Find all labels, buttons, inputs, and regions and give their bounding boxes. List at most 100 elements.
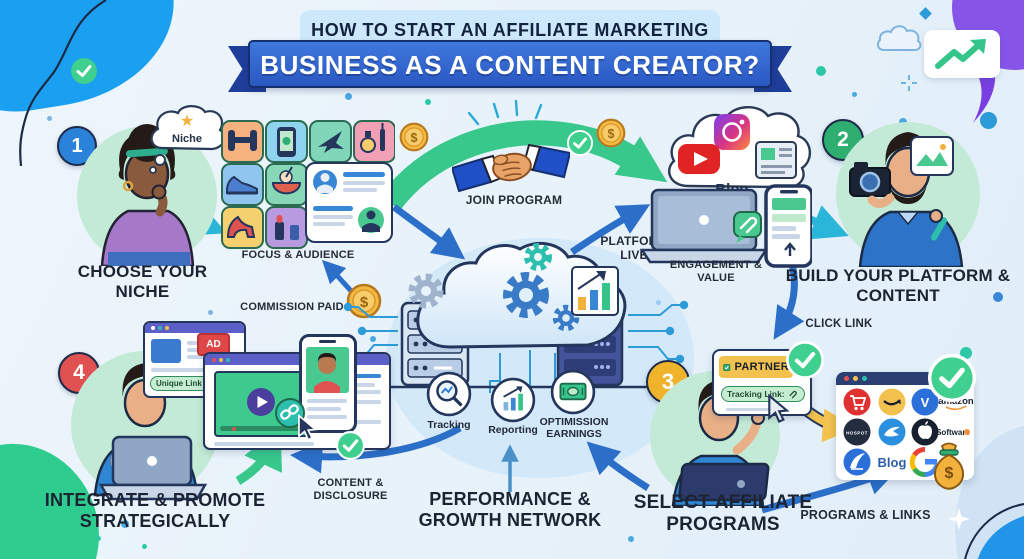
bird-brand-icon[interactable] [878, 418, 906, 446]
v-letter: V [921, 395, 930, 410]
tracking-label: Tracking [427, 419, 471, 431]
arrow-select-to-earnings [586, 441, 650, 491]
video-progress[interactable] [220, 426, 304, 431]
apple-icon[interactable] [911, 418, 939, 446]
cosmetics-icon [265, 206, 308, 249]
phone-notch [319, 340, 336, 343]
v-brand-icon[interactable]: V [911, 388, 939, 416]
step1-number: 1 [71, 134, 83, 157]
growth-chart-icon [571, 266, 619, 316]
laptop-icon [98, 435, 208, 501]
partner-title: PARTNER [734, 361, 789, 373]
step3-label: SELECT AFFILIATE PROGRAMS [633, 492, 813, 536]
gear-blue-small-icon [552, 304, 580, 332]
audience-profile-card [305, 162, 393, 243]
commission-paid-label: COMMISSION PAID [240, 301, 344, 313]
window-dot [212, 357, 216, 362]
report-chart-icon [503, 386, 523, 411]
window-dot [158, 326, 162, 330]
text-line [214, 442, 314, 446]
earnings-node [550, 369, 596, 415]
sneaker-icon [221, 163, 264, 206]
video-player[interactable] [214, 371, 310, 437]
check-brands [928, 354, 976, 402]
audience-profiles [313, 170, 385, 233]
decoration-dot [208, 310, 213, 315]
step3-number: 3 [661, 369, 675, 394]
tracking-link-pill[interactable]: Tracking Link: [721, 386, 805, 402]
decoration-dot [47, 116, 52, 121]
hub-brand-icon[interactable]: HOSPOT [843, 418, 871, 446]
decoration-dot [960, 347, 972, 359]
decoration-dot [852, 92, 857, 97]
step2-label: BUILD YOUR PLATFORM & CONTENT [785, 266, 1011, 306]
step4-label: INTEGRATE & PROMOTE STRATEGICALLY [44, 490, 266, 532]
platform-live-label: PLATFORM LIVE [600, 234, 668, 263]
play-icon[interactable] [246, 387, 276, 417]
arrow-platform-live [570, 204, 651, 255]
food-icon [265, 163, 308, 206]
step4-number: 4 [73, 361, 85, 384]
gear-blue-large-icon [503, 272, 549, 318]
creator-phone [299, 334, 357, 433]
title-kicker: HOW TO START AN AFFILIATE MARKETING [311, 20, 709, 40]
checkbox-icon [723, 363, 731, 371]
platforms-thought-cloud: Blog [662, 106, 811, 213]
laptop-icon [640, 188, 769, 264]
dollar-glyph: $ [360, 294, 369, 311]
decoration-dot [345, 93, 352, 100]
decoration-dot [370, 336, 376, 342]
partner-header: PARTNER [719, 356, 793, 378]
decoration-dot [425, 99, 431, 105]
programs-links-label: PROGRAMS & LINKS [800, 508, 931, 522]
browser-titlebar [145, 323, 244, 333]
decoration-chart-card [924, 30, 1000, 78]
image-icon [916, 144, 948, 166]
tracking-link-text: Tracking Link: [727, 389, 785, 399]
progress-dot [232, 426, 236, 431]
coin-right: $ [596, 118, 626, 148]
niche-thought-bubble: ★ Niche [149, 105, 226, 174]
dollar-glyph: $ [945, 465, 954, 482]
network-hub [343, 241, 689, 395]
amazon-smile-icon[interactable] [878, 388, 906, 416]
window-dot [165, 326, 169, 330]
software-wordmark[interactable]: Software [936, 428, 970, 437]
cursor-partner[interactable] [766, 394, 792, 424]
text-line [307, 399, 347, 403]
blog-wordmark[interactable]: Blog [878, 455, 907, 470]
join-program-label: JOIN PROGRAM [465, 193, 563, 207]
sparkle-rays-handshake [467, 99, 543, 126]
decoration-dot [899, 118, 907, 126]
money-bag-icon: $ [933, 442, 965, 490]
cash-icon [559, 382, 587, 401]
page-title: BUSINESS AS A CONTENT CREATOR? [260, 50, 760, 80]
phone-icon [764, 184, 812, 268]
laptop-icon [678, 462, 770, 502]
performance-network-label: PERFORMANCE & GROWTH NETWORK [418, 489, 602, 531]
brand-icons: V amazon HOSPOT Software [843, 388, 974, 477]
window-dot [151, 326, 155, 330]
engagement-devices [640, 184, 812, 268]
photo-card [910, 136, 954, 176]
article-icon [755, 141, 797, 179]
ad-image-block [151, 339, 181, 363]
text-line [307, 415, 347, 419]
link-badge[interactable] [274, 397, 306, 429]
phone-app-icon [265, 120, 308, 163]
dollar-glyph: $ [411, 131, 418, 145]
decoration-check-topleft [71, 58, 97, 84]
arrow-content-disclosure [290, 424, 462, 474]
unique-link-text: Unique Link [156, 379, 202, 388]
quill-brand-icon[interactable] [843, 448, 871, 476]
niche-label: Niche [172, 133, 202, 145]
card-line [726, 408, 782, 411]
title-ribbon [248, 40, 772, 88]
cursor-link[interactable] [296, 414, 320, 442]
earnings-label: OPTIMISSION EARNINGS [539, 416, 609, 441]
hub-text: HOSPOT [846, 431, 868, 436]
star-icon: ★ [180, 113, 194, 130]
decoration-outline-curve [19, 0, 107, 167]
shop-cart-icon[interactable] [843, 388, 871, 416]
trending-up-icon [935, 39, 986, 69]
